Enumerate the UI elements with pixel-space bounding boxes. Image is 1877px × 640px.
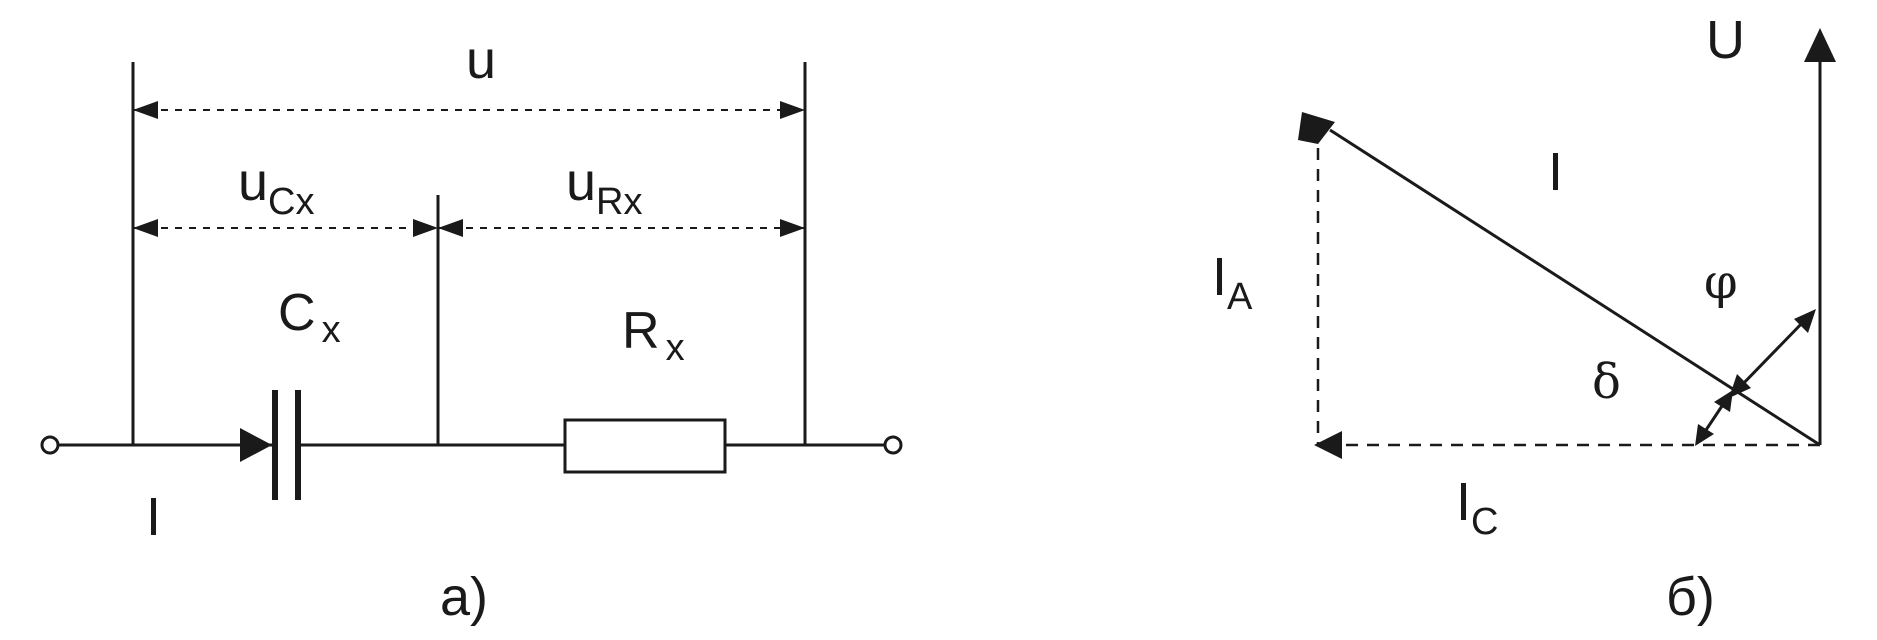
dim-u-arrow-left: [133, 101, 158, 119]
label-vector-u: U: [1706, 10, 1745, 70]
dim-ucx-arrow-left: [133, 219, 158, 237]
label-urx: uRx: [566, 152, 643, 223]
dim-urx-arrow-left: [438, 219, 463, 237]
vector-u-arrowhead: [1804, 28, 1836, 62]
label-ic-main: I: [1456, 472, 1471, 532]
label-phi: φ: [1704, 254, 1738, 310]
angle-phi-arrow-bottom: [1729, 374, 1751, 398]
vector-i-arrowhead: [1298, 112, 1335, 144]
vector-ic-arrowhead: [1314, 431, 1342, 459]
label-u: u: [466, 30, 496, 90]
label-current: I: [146, 487, 161, 547]
angle-delta-arrow-top: [1714, 390, 1733, 412]
label-vector-i: I: [1548, 142, 1563, 202]
label-delta: δ: [1592, 354, 1621, 410]
caption-a: а): [440, 567, 488, 627]
label-urx-main: u: [566, 152, 596, 212]
label-ic-sub: C: [1471, 501, 1498, 543]
label-cx-sub: x: [322, 309, 341, 351]
label-cx-main: C: [278, 284, 316, 342]
resistor: [563, 418, 727, 474]
label-rx-sub: x: [666, 327, 685, 369]
caption-b: б): [1666, 567, 1715, 627]
angle-delta-arrow-bottom: [1695, 424, 1714, 446]
dim-urx-arrow-right: [780, 219, 805, 237]
label-rx-main: R: [622, 302, 660, 360]
phasor-diagram: U I IA IC φ δ б): [1212, 10, 1836, 627]
right-terminal: [883, 435, 903, 455]
label-ic: IC: [1456, 472, 1498, 543]
current-arrow: [240, 428, 272, 462]
label-urx-sub: Rx: [596, 181, 642, 223]
angle-phi-marker: [1736, 316, 1809, 391]
label-ia-main: I: [1212, 247, 1227, 307]
dim-ucx-arrow-right: [413, 219, 438, 237]
label-ucx: uCx: [238, 152, 315, 223]
angle-phi-arrow-top: [1794, 309, 1816, 333]
left-terminal: [40, 435, 60, 455]
label-ia: IA: [1212, 247, 1253, 318]
vector-i: [1329, 128, 1821, 447]
label-ucx-main: u: [238, 152, 268, 212]
label-ia-sub: A: [1227, 276, 1253, 318]
dim-u-arrow-right: [780, 101, 805, 119]
label-ucx-sub: Cx: [268, 181, 314, 223]
